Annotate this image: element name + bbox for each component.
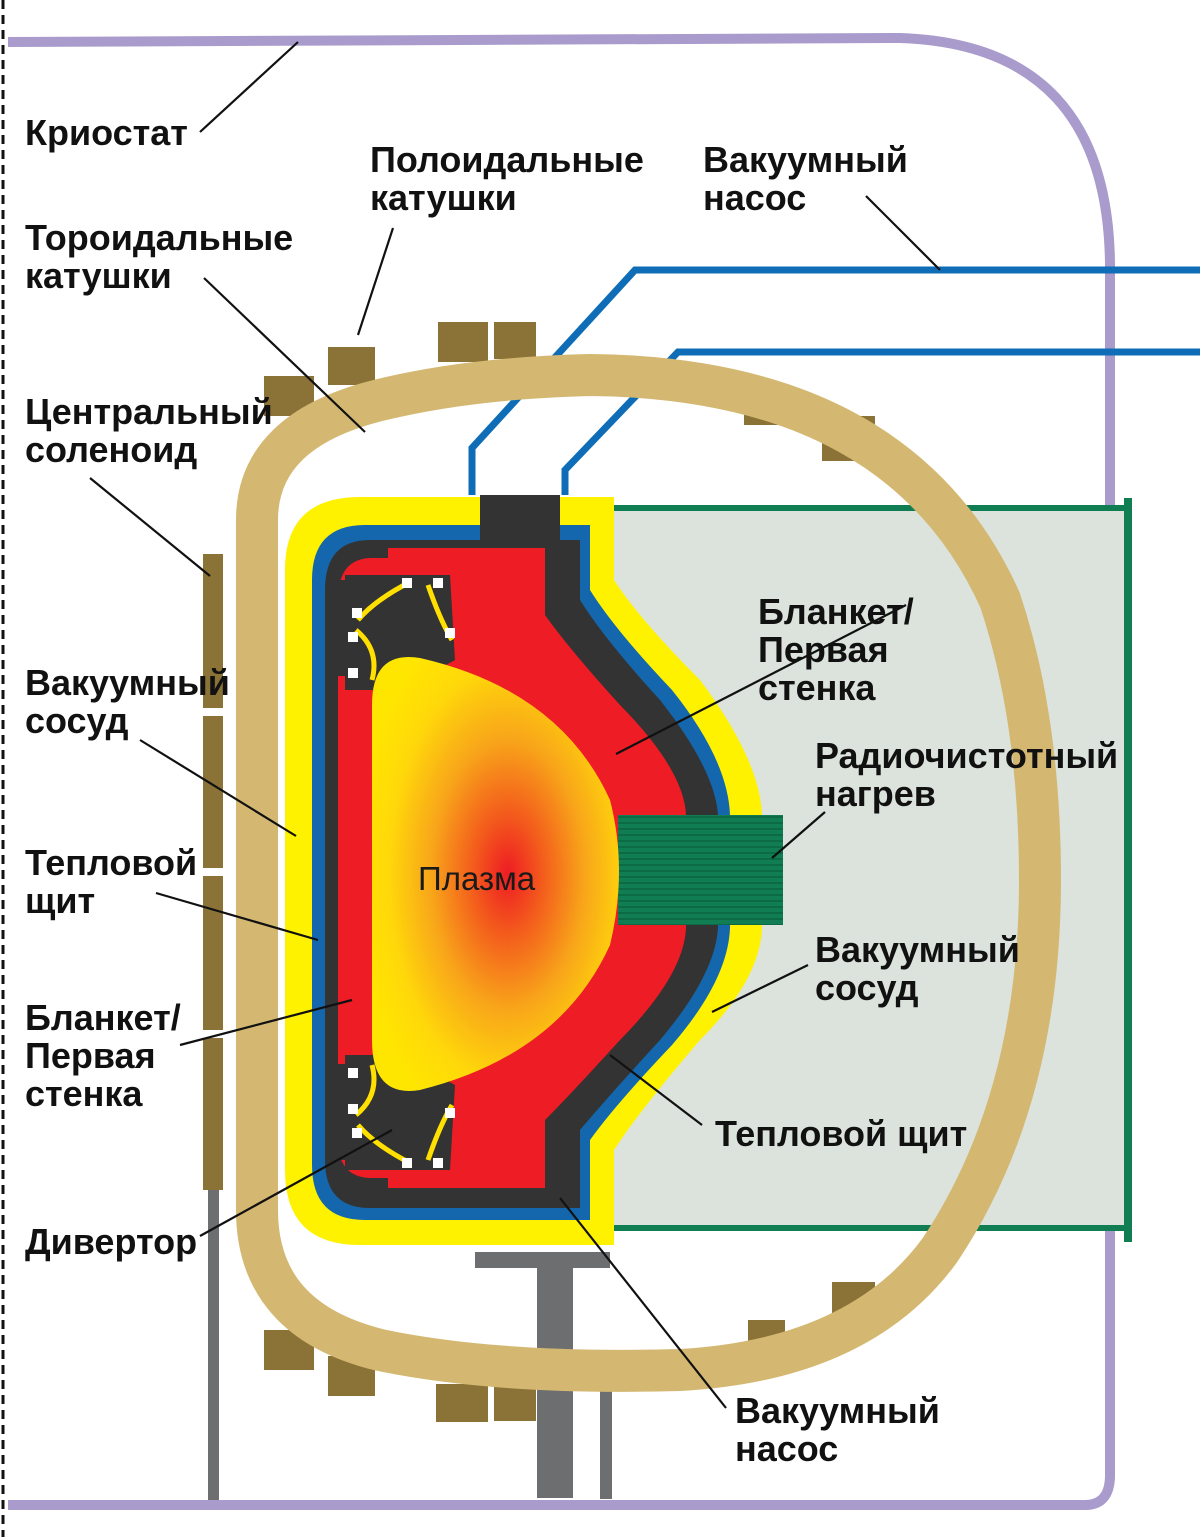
leader-blanket-right	[615, 604, 907, 755]
leader-toroidal	[203, 277, 366, 433]
leader-poloidal	[356, 227, 395, 336]
leader-lines	[89, 41, 941, 1409]
label-plasma: Плазма	[418, 860, 536, 897]
label-thermal-shield-left: Тепловой щит	[25, 842, 207, 921]
rf-heating-antenna	[618, 815, 783, 925]
leader-shield-right	[609, 1054, 703, 1126]
label-thermal-shield-right: Тепловой щит	[715, 1113, 967, 1154]
leader-solenoid	[89, 477, 211, 577]
label-rf-heating: Радиочистотный нагрев	[815, 735, 1128, 814]
toroidal-coil	[236, 353, 1062, 1392]
label-poloidal-coils: Полоидальные катушки	[370, 139, 654, 218]
leader-divertor	[199, 1129, 393, 1237]
label-blanket-left: Бланкет/ Первая стенка	[25, 997, 191, 1114]
leader-cryostat	[199, 41, 299, 133]
label-toroidal-coils: Тороидальные катушки	[25, 217, 303, 296]
plasma	[372, 656, 619, 1091]
leader-rf	[771, 811, 826, 859]
divertor-details	[348, 578, 455, 1168]
label-vacuum-vessel-right: Вакуумный сосуд	[815, 929, 1030, 1008]
leader-vessel-left	[139, 739, 297, 837]
leader-pump-top	[865, 195, 941, 271]
label-divertor: Дивертор	[25, 1221, 197, 1262]
cryostat-outline	[7, 32, 1115, 1510]
leader-pump-bottom	[559, 1197, 727, 1409]
label-vacuum-pump-top: Вакуумный насос	[703, 139, 918, 218]
label-central-solenoid: Центральный соленоид	[25, 391, 283, 470]
label-vacuum-pump-bottom: Вакуумный насос	[735, 1390, 950, 1469]
leader-vessel-right	[711, 964, 809, 1013]
leader-shield-left	[155, 891, 319, 942]
leader-blanket-left	[179, 998, 353, 1047]
central-solenoid	[203, 554, 223, 1190]
label-blanket-right: Бланкет/ Первая стенка	[758, 591, 924, 708]
label-cryostat: Криостат	[25, 112, 188, 153]
label-vacuum-vessel-left: Вакуумный сосуд	[25, 662, 240, 741]
